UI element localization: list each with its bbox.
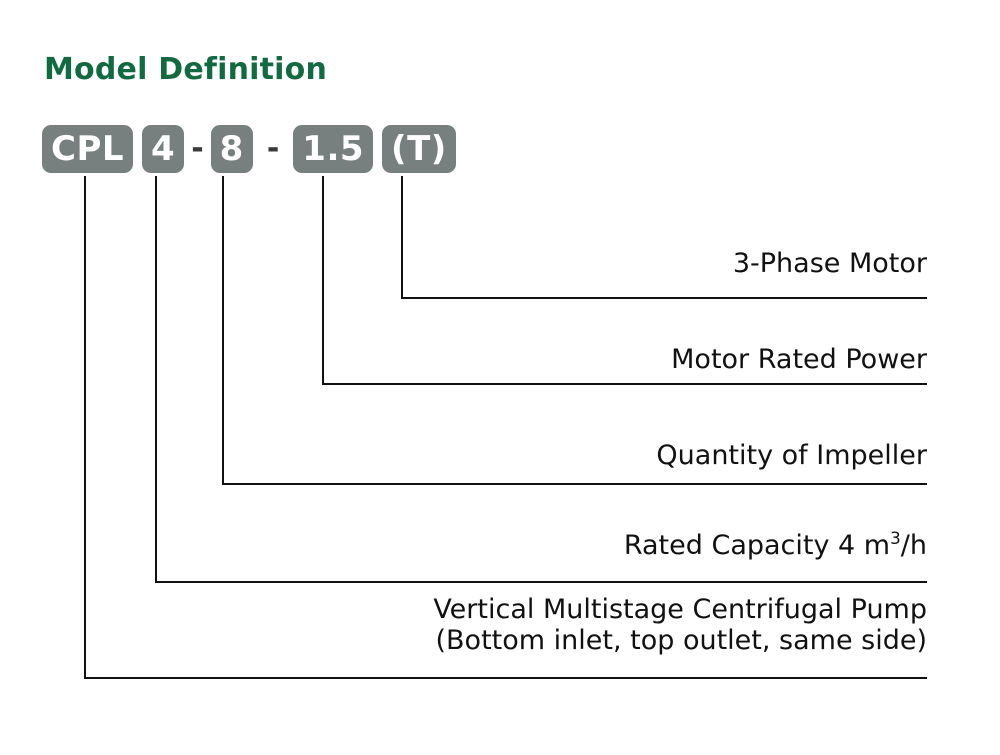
callout-label-motor-power: Motor Rated Power — [671, 344, 927, 375]
callout-text-rated-capacity-prefix: Rated Capacity 4 m — [623, 530, 891, 561]
leader-vline-impeller-qty — [222, 176, 224, 485]
code-box-cpl[interactable]: CPL — [42, 125, 134, 173]
code-box-phase[interactable]: (T) — [382, 125, 456, 173]
callout-label-pump-type: Vertical Multistage Centrifugal Pump (Bo… — [433, 594, 927, 657]
page-title: Model Definition — [44, 52, 328, 87]
callout-text-rated-capacity-superscript: 3 — [890, 528, 901, 548]
code-box-capacity[interactable]: 4 — [142, 125, 185, 173]
leader-vline-rated-capacity — [155, 176, 157, 583]
callout-text-motor-power: Motor Rated Power — [671, 344, 927, 375]
code-box-power[interactable]: 1.5 — [293, 125, 374, 173]
leader-hline-impeller-qty — [222, 483, 927, 485]
leader-vline-motor-power — [322, 176, 324, 385]
leader-hline-motor-power — [322, 383, 927, 385]
callout-label-rated-capacity: Rated Capacity 4 m3/h — [624, 530, 927, 561]
leader-hline-phase-motor — [401, 297, 927, 299]
callout-text-impeller-qty: Quantity of Impeller — [656, 440, 927, 471]
callout-label-phase-motor: 3-Phase Motor — [733, 248, 927, 279]
code-dash-2: - — [266, 131, 280, 166]
leader-hline-pump-type — [84, 677, 927, 679]
code-box-impeller-qty[interactable]: 8 — [210, 125, 253, 173]
leader-vline-phase-motor — [401, 176, 403, 299]
code-dash-1: - — [191, 131, 204, 166]
callout-text-pump-type-line2: (Bottom inlet, top outlet, same side) — [435, 625, 928, 657]
callout-text-phase-motor: 3-Phase Motor — [732, 248, 927, 279]
leader-hline-rated-capacity — [155, 581, 927, 583]
callout-text-rated-capacity-suffix: /h — [900, 530, 927, 561]
callout-label-impeller-qty: Quantity of Impeller — [656, 440, 927, 471]
callout-text-pump-type-line1: Vertical Multistage Centrifugal Pump — [433, 594, 927, 625]
leader-vline-pump-type — [84, 176, 86, 679]
model-code-row: CPL 4 - 8 - 1.5 (T) — [42, 125, 456, 173]
